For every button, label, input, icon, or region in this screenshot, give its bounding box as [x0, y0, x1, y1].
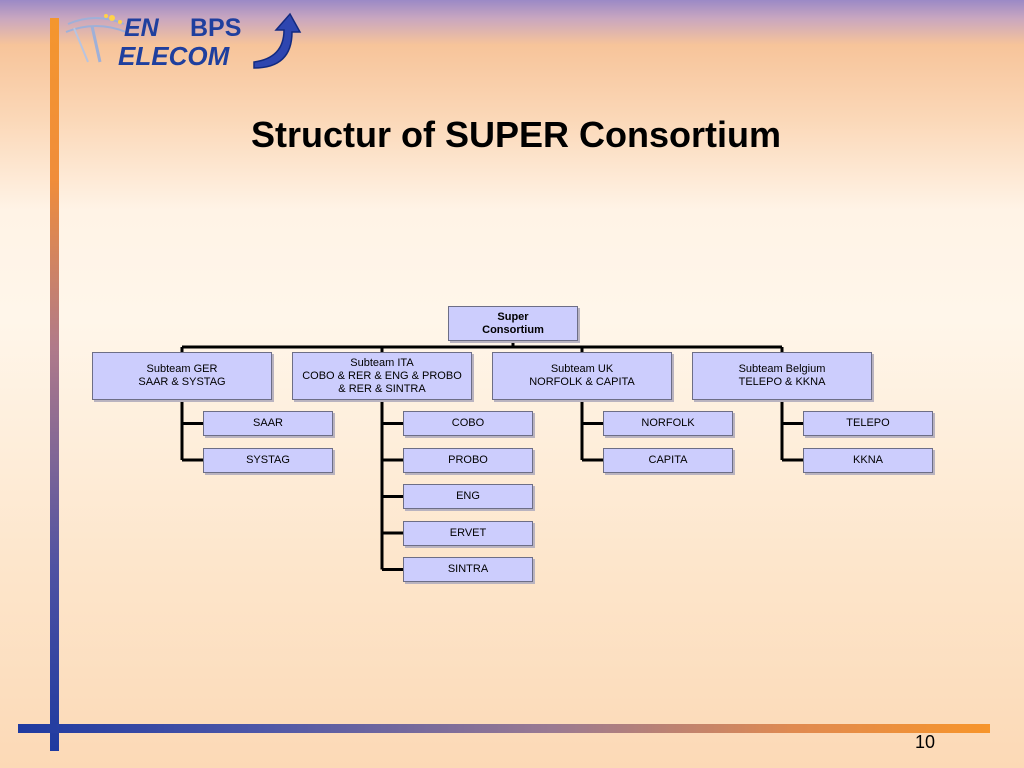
member-node-label: ERVET [449, 526, 487, 539]
member-node: SINTRA [403, 557, 533, 582]
member-node: ENG [403, 484, 533, 509]
subteam-node-label: Subteam GER [146, 363, 218, 375]
logo-text-elecom: ELECOM [118, 41, 231, 71]
subteam-node-label: & RER & SINTRA [338, 382, 426, 395]
subteam-node-label: Subteam ITA [350, 356, 414, 369]
member-node: CAPITA [603, 447, 733, 473]
member-node-label: PROBO [448, 453, 488, 466]
member-node-label: NORFOLK [641, 417, 695, 429]
logo-emblem-icon [65, 14, 127, 63]
logo-text-bps: BPS [190, 14, 241, 42]
member-node: PROBO [403, 447, 533, 473]
member-node-label: ENG [456, 490, 480, 502]
logo-arrow-icon [253, 12, 302, 69]
page-title: Structur of SUPER Consortium [250, 114, 781, 155]
connector-lines [180, 341, 803, 571]
subteam-node-label: COBO & RER & ENG & PROBO [302, 369, 462, 382]
subteam-node-label: TELEPO & KKNA [738, 376, 826, 388]
member-node-label: SAAR [253, 417, 283, 429]
root-node-label: Consortium [482, 323, 544, 336]
slide-number: 10 [914, 732, 936, 752]
member-node-label: SINTRA [447, 563, 489, 575]
member-node: TELEPO [803, 411, 933, 436]
company-logo: EN BPS ELECOM [65, 12, 302, 71]
member-node-label: COBO [451, 417, 485, 429]
member-node-label: KKNA [853, 453, 883, 466]
member-node: SYSTAG [203, 447, 333, 473]
bottom-accent-bar [18, 724, 990, 733]
subteam-node-label: Subteam Belgium [738, 363, 826, 375]
member-node: NORFOLK [603, 411, 733, 436]
member-node: KKNA [803, 447, 933, 473]
root-node-label: Super [497, 310, 529, 323]
subteam-node-label: SAAR & SYSTAG [138, 376, 226, 388]
member-node-label: SYSTAG [246, 453, 290, 466]
member-node: SAAR [203, 411, 333, 436]
subteam-node-label: Subteam UK [550, 363, 614, 375]
member-node: ERVET [403, 520, 533, 546]
logo-text-en: EN [124, 14, 160, 42]
member-node: COBO [403, 411, 533, 436]
subteam-node-label: NORFOLK & CAPITA [529, 376, 635, 388]
member-node-label: TELEPO [846, 417, 890, 429]
member-node-label: CAPITA [648, 453, 688, 466]
left-accent-bar [50, 18, 59, 751]
